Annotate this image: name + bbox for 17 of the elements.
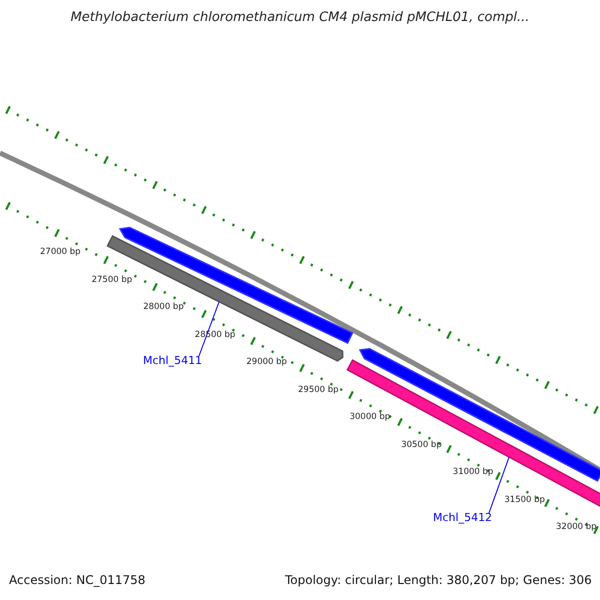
footer-text: Accession: NC_011758: [9, 573, 146, 587]
title: Methylobacterium chloromethanicum CM4 plasmid pMCHL01, compl...: [70, 10, 530, 25]
gene-bar: [346, 359, 600, 508]
footer-text: Topology: circular; Length: 380,207 bp; Genes: 306: [285, 573, 592, 587]
scale-label: 29000 bp: [246, 357, 287, 367]
gene-label: Mchl_5411: [143, 354, 202, 367]
gene-label: Mchl_5412: [433, 511, 492, 524]
leader-line: [488, 456, 510, 514]
scale-label: 28000 bp: [143, 302, 184, 312]
scale-label: 30000 bp: [350, 412, 390, 422]
scale-label: 27500 bp: [92, 274, 132, 284]
scale-label: 29500 bp: [298, 384, 339, 394]
scale-label: 31000 bp: [452, 467, 494, 477]
scale-label: 31500 bp: [504, 494, 545, 504]
scale-label: 30500 bp: [401, 440, 442, 450]
scale-label: 27000 bp: [40, 247, 81, 257]
scale-label: 32000 bp: [556, 522, 597, 532]
